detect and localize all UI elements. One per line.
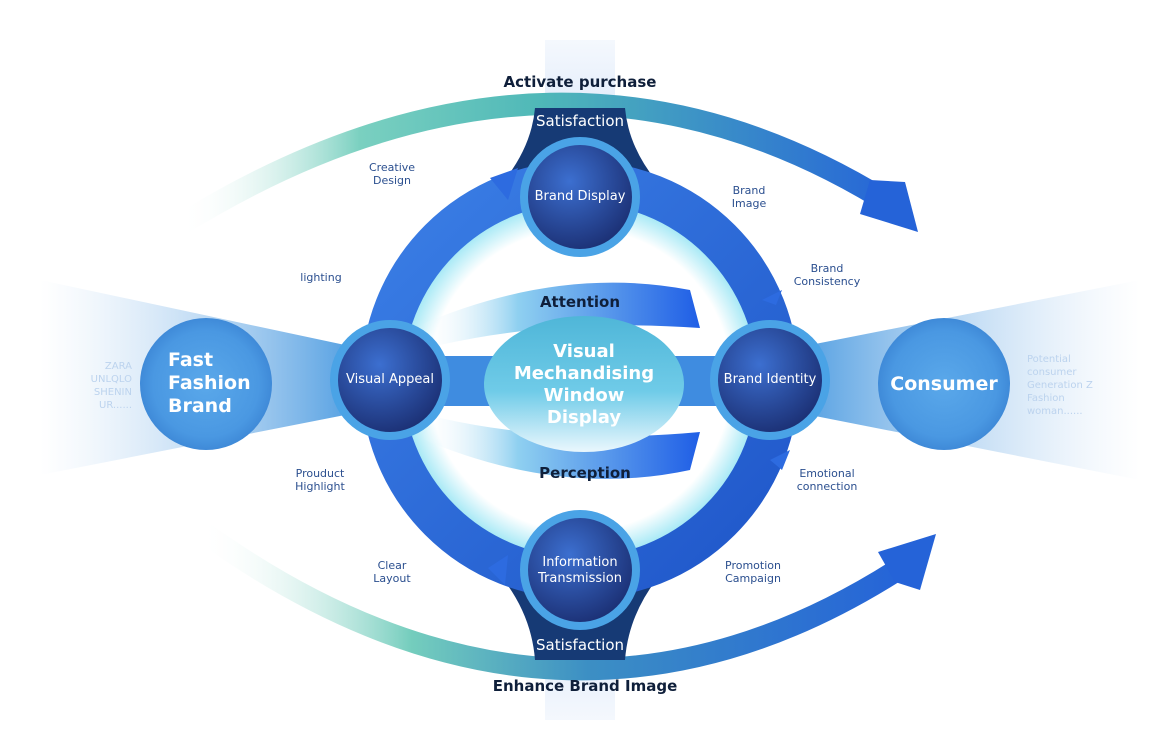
bottom-arrow-head: [878, 534, 936, 590]
attention-band: [420, 282, 700, 345]
promotion-campaign-label: Promotion Campaign: [725, 559, 781, 585]
center-title: Visual Mechandising Window Display: [513, 341, 655, 428]
brand-display-circle: [528, 145, 632, 249]
emotional-connection-label: Emotional connection: [796, 467, 858, 493]
center-ellipse: [484, 316, 684, 452]
ring-arrow-bottomright: [770, 450, 790, 470]
satisfaction-top-label: Satisfaction: [535, 112, 625, 130]
consumer-label: Consumer: [890, 373, 998, 395]
top-flow-arc: [174, 92, 906, 235]
brand-consistency-label: Brand Consistency: [793, 262, 861, 288]
consumer-circle: [878, 318, 1010, 450]
top-arrow-head: [860, 180, 918, 232]
satisfaction-bottom-label: Satisfaction: [535, 636, 625, 654]
enhance-brand-image-label: Enhance Brand Image: [492, 677, 678, 695]
ring-arrow-bottomleft: [488, 555, 508, 585]
product-highlight-label: Prouduct Highlight: [295, 467, 345, 493]
ring-arrow-right: [762, 290, 782, 305]
consumer-examples: Potential consumer Generation Z Fashion …: [1027, 354, 1093, 417]
perception-label: Perception: [539, 464, 631, 482]
fast-fashion-brand-label: Fast Fashion Brand: [168, 349, 251, 417]
brand-identity-label: Brand Identity: [723, 372, 817, 387]
information-transmission-label: Information Transmission: [538, 555, 622, 586]
activate-purchase-label: Activate purchase: [503, 73, 657, 91]
information-transmission-circle: [528, 518, 632, 622]
lighting-label: lighting: [300, 271, 342, 284]
clear-layout-label: Clear Layout: [373, 559, 411, 585]
brand-examples: ZARA UNLQLO SHENIN UR......: [90, 361, 132, 411]
visual-appeal-label: Visual Appeal: [346, 372, 434, 387]
brand-identity-circle: [718, 328, 822, 432]
attention-label: Attention: [539, 293, 621, 311]
brand-display-label: Brand Display: [534, 189, 626, 204]
creative-design-label: Creative Design: [368, 161, 416, 187]
ring-arrow-topleft: [490, 168, 518, 200]
fast-fashion-brand-circle: [140, 318, 272, 450]
bottom-flow-arc: [193, 521, 912, 681]
visual-appeal-circle: [338, 328, 442, 432]
brand-image-label: Brand Image: [731, 184, 767, 210]
